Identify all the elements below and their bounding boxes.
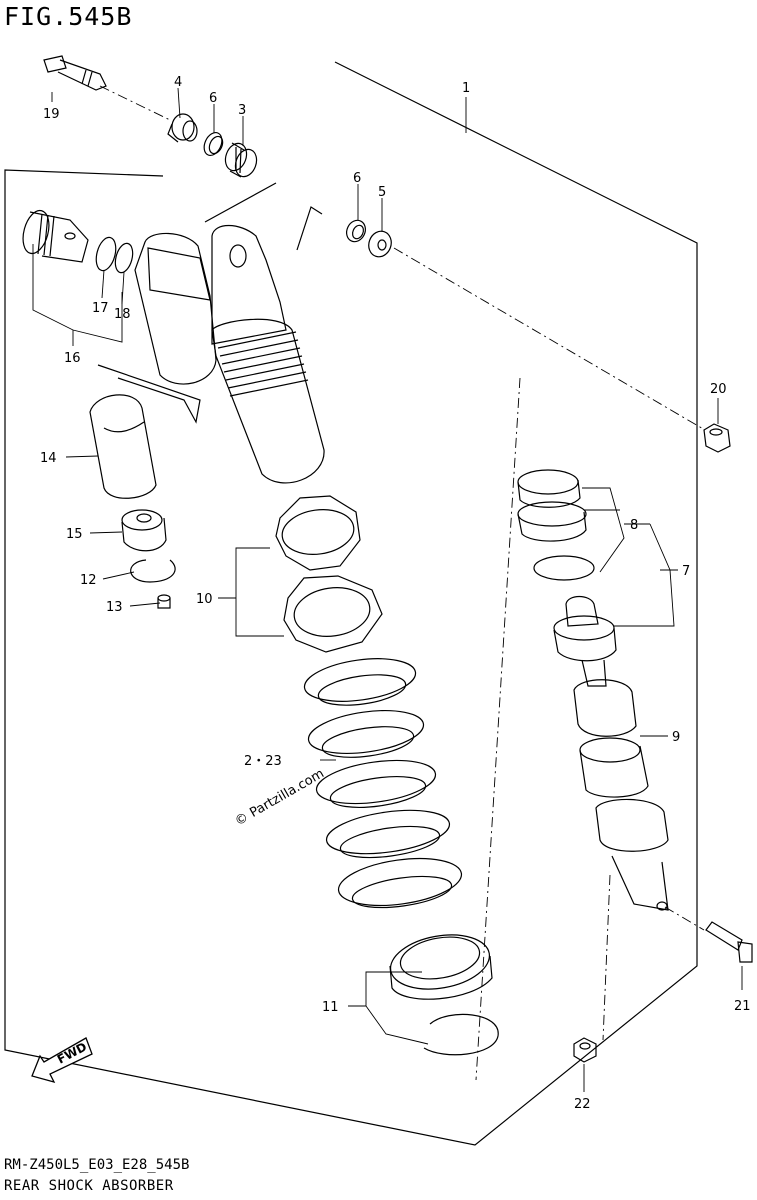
leader-lines xyxy=(32,87,743,1092)
seal-6-right xyxy=(346,219,366,243)
center-lines xyxy=(99,85,706,1081)
callout-17: 17 xyxy=(92,301,109,316)
bolt-21 xyxy=(705,921,753,963)
diagram-caption: REAR SHOCK ABSORBER xyxy=(4,1178,174,1194)
callout-19: 19 xyxy=(43,107,60,122)
callout-1: 1 xyxy=(462,81,470,96)
bump-stop-9 xyxy=(579,737,641,763)
figure-title: FIG.545B xyxy=(4,2,133,31)
diagram-code: RM-Z450L5_E03_E28_545B xyxy=(4,1157,190,1173)
bolt-19 xyxy=(43,55,107,91)
callout-8: 8 xyxy=(630,518,638,533)
damper-rod-assembly-7 xyxy=(553,595,669,911)
seal-6-upper xyxy=(203,132,224,156)
callout-10: 10 xyxy=(196,592,213,607)
callout-14: 14 xyxy=(40,451,57,466)
callout-12: 12 xyxy=(80,573,97,588)
collar-4 xyxy=(167,113,198,143)
callout-6: 6 xyxy=(209,91,217,106)
callout-20: 20 xyxy=(710,382,727,397)
bump-stop-8 xyxy=(517,469,595,581)
reservoir-cap-15 xyxy=(121,509,167,552)
washer-5 xyxy=(368,230,392,258)
reservoir-body xyxy=(97,232,217,424)
callout-22: 22 xyxy=(574,1097,591,1112)
o-ring-17 xyxy=(95,236,117,272)
adjuster-nuts-10 xyxy=(275,495,383,653)
bearing-3 xyxy=(224,142,258,178)
callout-15: 15 xyxy=(66,527,83,542)
callout-3: 3 xyxy=(238,103,246,118)
nut-20 xyxy=(703,423,731,453)
spring-seat-11 xyxy=(389,934,499,1056)
callout-11: 11 xyxy=(322,1000,339,1015)
reservoir-cap-16 xyxy=(22,209,89,263)
nut-22 xyxy=(573,1037,597,1063)
direction-marker: FWD xyxy=(31,1037,93,1084)
callout-5: 5 xyxy=(378,185,386,200)
callout-6b: 6 xyxy=(353,171,361,186)
callout-9: 9 xyxy=(672,730,680,745)
snap-ring-12 xyxy=(130,559,176,583)
callout-13: 13 xyxy=(106,600,123,615)
callout-2-23: 2・23 xyxy=(244,754,282,769)
shock-body xyxy=(211,224,325,484)
o-ring-18 xyxy=(114,242,134,274)
bladder-14 xyxy=(89,394,157,499)
watermark: © Partzilla.com xyxy=(233,766,327,829)
callout-7: 7 xyxy=(682,564,690,579)
callout-labels: 1 4 6 3 19 6 5 17 18 16 14 15 12 13 10 2… xyxy=(40,75,751,1112)
assembly-boundary xyxy=(4,61,698,1146)
callout-16: 16 xyxy=(64,351,81,366)
callout-4: 4 xyxy=(174,75,182,90)
coil-spring-2-23 xyxy=(303,658,463,909)
valve-13 xyxy=(157,594,171,609)
callout-21: 21 xyxy=(734,999,751,1014)
callout-18: 18 xyxy=(114,307,131,322)
